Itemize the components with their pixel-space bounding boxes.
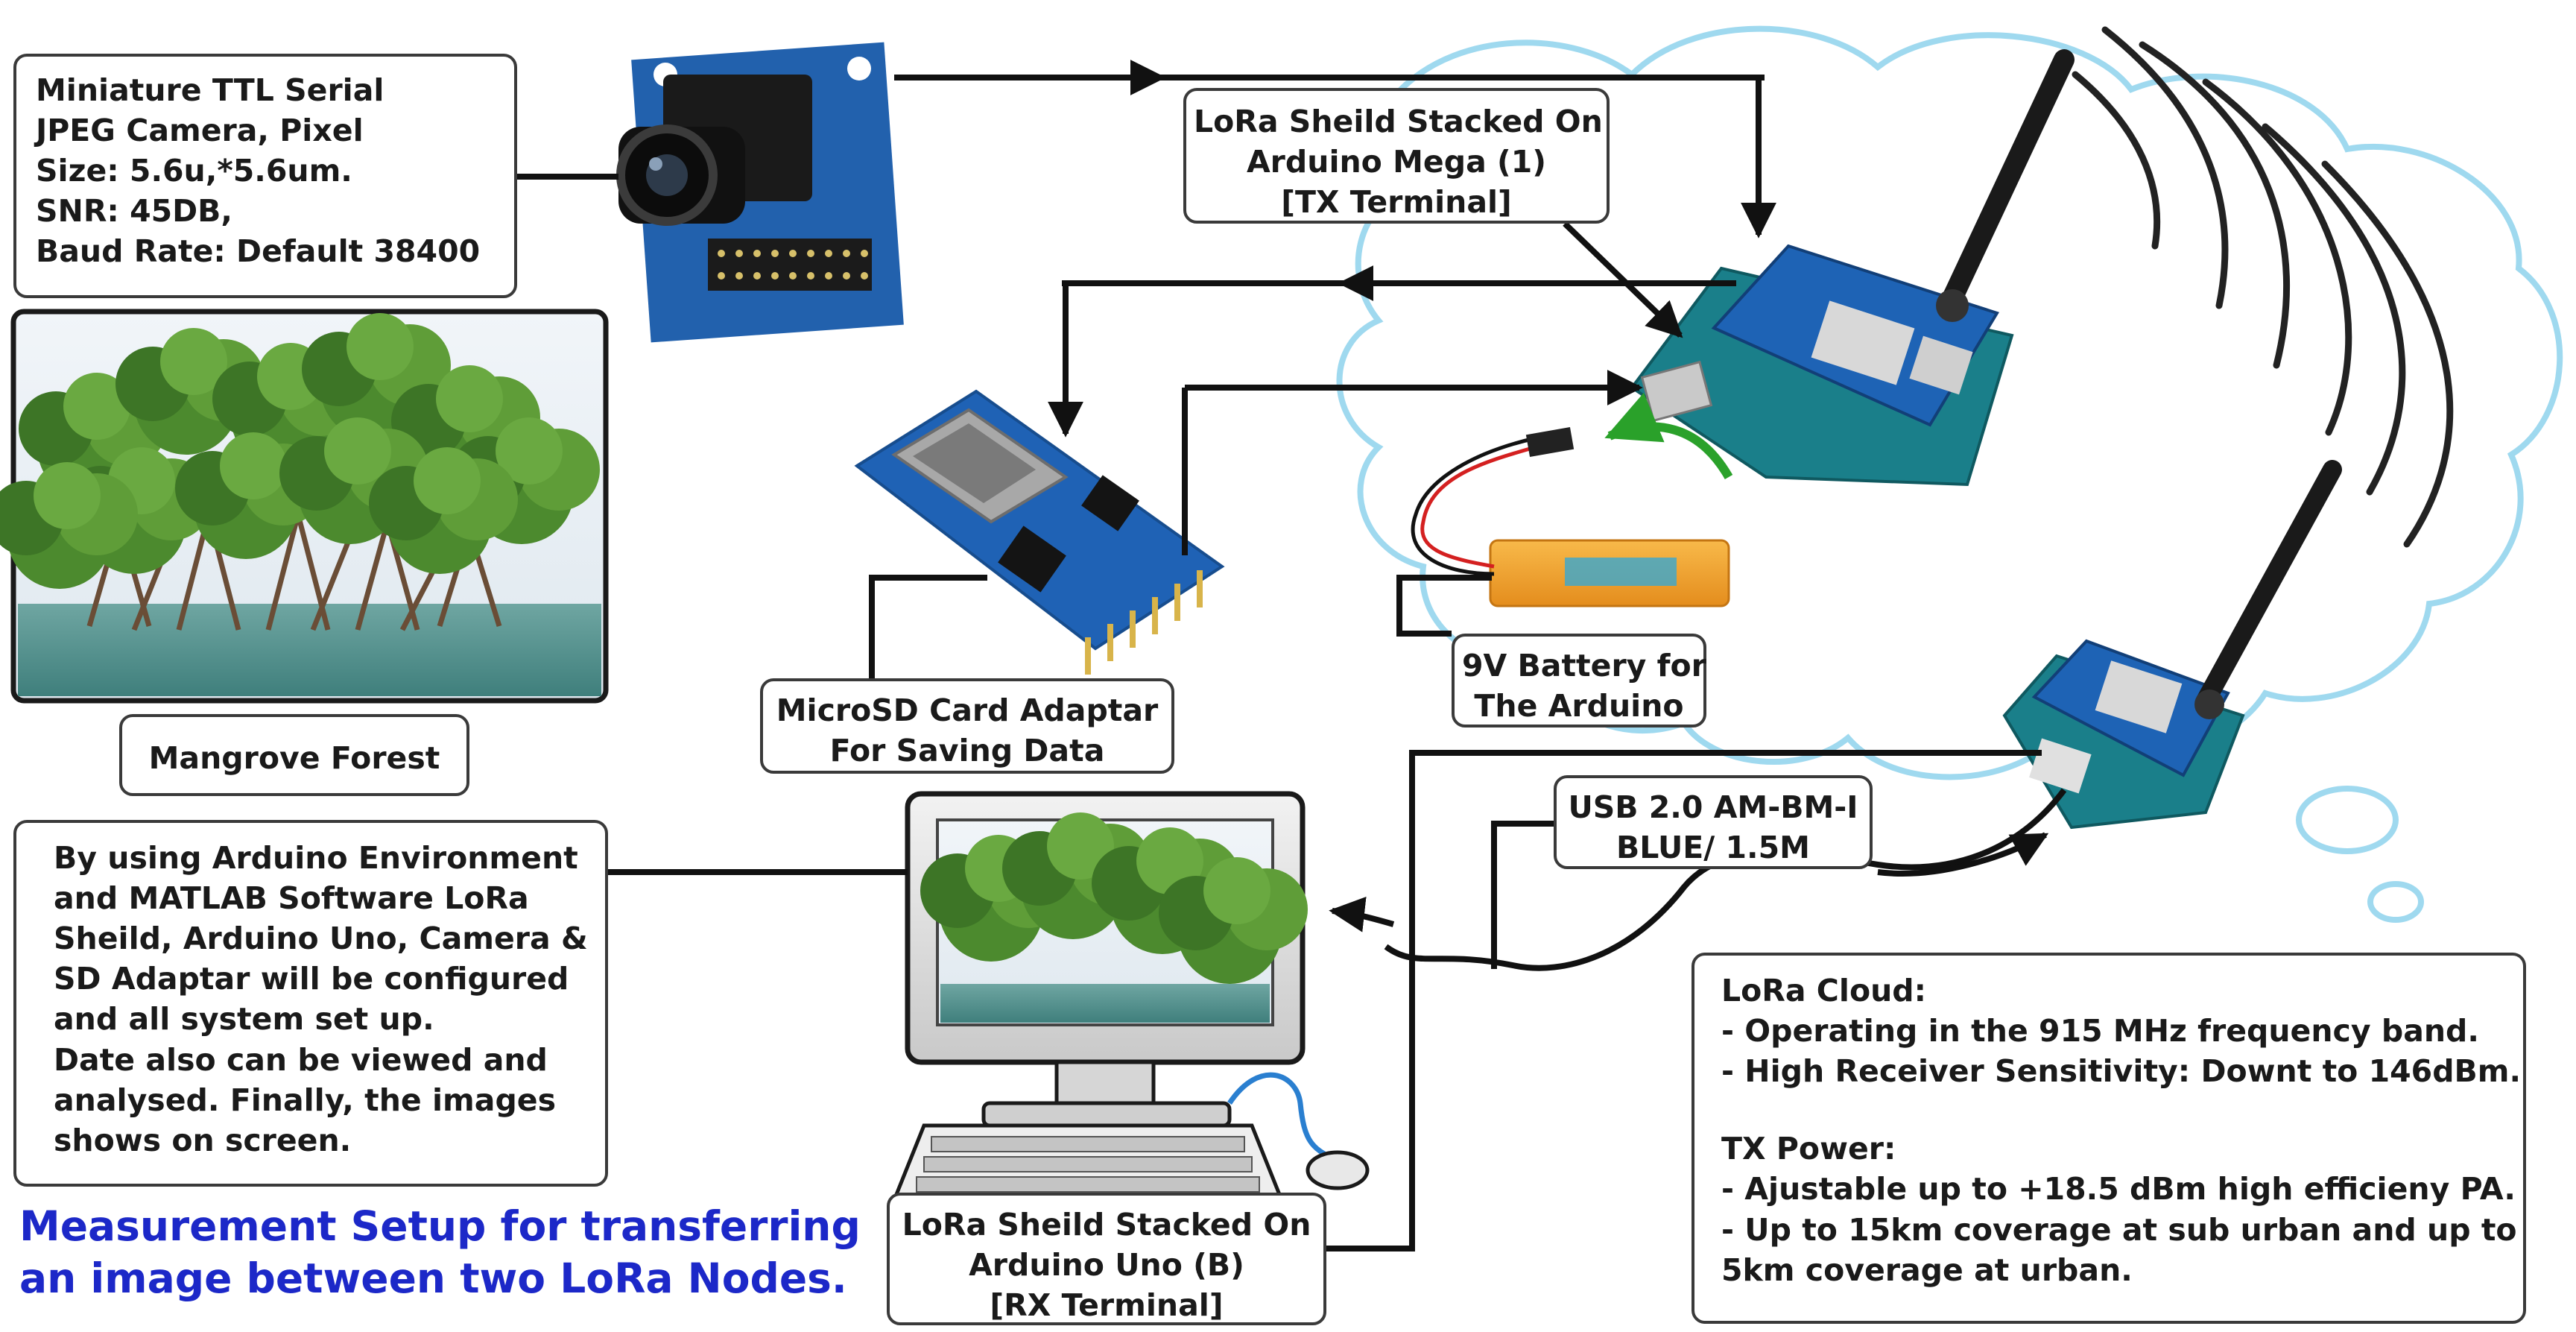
- connector-lines: [516, 60, 2067, 1251]
- camera-spec-line: JPEG Camera, Pixel: [36, 113, 364, 149]
- battery-icon: [1411, 427, 1730, 607]
- microsd-line: MicroSD Card Adaptar: [776, 692, 1159, 728]
- cloud-line: 5km coverage at urban.: [1721, 1251, 2133, 1288]
- mangrove-forest-image: [0, 309, 609, 704]
- mangrove-forest-label: Mangrove Forest: [119, 714, 469, 796]
- cloud-line: - Ajustable up to +18.5 dBm high efficie…: [1721, 1171, 2516, 1208]
- rx-line: Arduino Uno (B): [969, 1247, 1244, 1284]
- rx-line: LoRa Sheild Stacked On: [902, 1207, 1311, 1243]
- camera-spec-line: Baud Rate: Default 38400: [36, 233, 481, 270]
- tx-line: Arduino Mega (1): [1246, 144, 1547, 180]
- camera-spec-line: Miniature TTL Serial: [36, 72, 384, 108]
- camera-spec-box: Miniature TTL Serial JPEG Camera, Pixel …: [13, 54, 517, 298]
- software-line: shows on screen.: [54, 1122, 352, 1158]
- usb-cable-box: USB 2.0 AM-BM-I BLUE/ 1.5M: [1554, 775, 1873, 869]
- tx-line: [TX Terminal]: [1281, 184, 1512, 221]
- cloud-heading: LoRa Cloud:: [1721, 973, 1927, 1009]
- mangrove-forest-text: Mangrove Forest: [148, 740, 440, 776]
- camera-module-icon: [616, 42, 904, 343]
- radio-waves-icon: [2072, 26, 2454, 548]
- microsd-line: For Saving Data: [829, 733, 1105, 769]
- battery-line: The Arduino: [1474, 688, 1684, 725]
- microsd-adapter-box: MicroSD Card Adaptar For Saving Data: [760, 678, 1174, 774]
- software-line: and MATLAB Software LoRa: [54, 880, 529, 917]
- microsd-adapter-icon: [854, 389, 1225, 675]
- caption-line: an image between two LoRa Nodes.: [19, 1254, 847, 1303]
- tx-line: LoRa Sheild Stacked On: [1194, 104, 1603, 139]
- usb-line: USB 2.0 AM-BM-I: [1568, 789, 1858, 825]
- cloud-line: - High Receiver Sensitivity: Downt to 14…: [1721, 1053, 2522, 1090]
- cloud-line: - Up to 15km coverage at sub urban and u…: [1721, 1211, 2517, 1248]
- battery-label-box: 9V Battery for The Arduino: [1452, 634, 1706, 727]
- caption-line: Measurement Setup for transferring: [19, 1202, 861, 1250]
- lora-cloud-spec-box: LoRa Cloud: - Operating in the 915 MHz f…: [1692, 953, 2526, 1324]
- battery-line: 9V Battery for: [1462, 648, 1706, 684]
- cloud-spacer: [1721, 1091, 2496, 1129]
- lora-cloud-icon: [1336, 25, 2563, 923]
- usb-line: BLUE/ 1.5M: [1616, 830, 1810, 866]
- figure-caption: Measurement Setup for transferring an im…: [19, 1200, 884, 1305]
- software-line: Sheild, Arduino Uno, Camera &: [54, 921, 588, 957]
- rx-line: [RX Terminal]: [990, 1287, 1224, 1324]
- desktop-computer-icon: [891, 791, 1370, 1202]
- arduino-mega-lora-icon: [1630, 49, 2075, 487]
- camera-spec-line: SNR: 45DB,: [36, 193, 232, 230]
- tx-terminal-box: LoRa Sheild Stacked On Arduino Mega (1) …: [1183, 88, 1610, 224]
- software-line: Date also can be viewed and: [54, 1041, 548, 1078]
- cloud-line: - Operating in the 915 MHz frequency ban…: [1721, 1013, 2479, 1049]
- tx-power-heading: TX Power:: [1721, 1131, 1896, 1167]
- software-line: SD Adaptar will be configured: [54, 961, 569, 997]
- software-line: analysed. Finally, the images: [54, 1082, 556, 1118]
- rx-terminal-box: LoRa Sheild Stacked On Arduino Uno (B) […: [887, 1193, 1326, 1325]
- software-line: By using Arduino Environment: [54, 840, 578, 876]
- software-description-box: By using Arduino Environment and MATLAB …: [13, 820, 608, 1187]
- software-line: and all system set up.: [54, 1001, 434, 1038]
- camera-spec-line: Size: 5.6u,*5.6um.: [36, 153, 352, 189]
- arduino-uno-lora-icon: [2002, 460, 2342, 830]
